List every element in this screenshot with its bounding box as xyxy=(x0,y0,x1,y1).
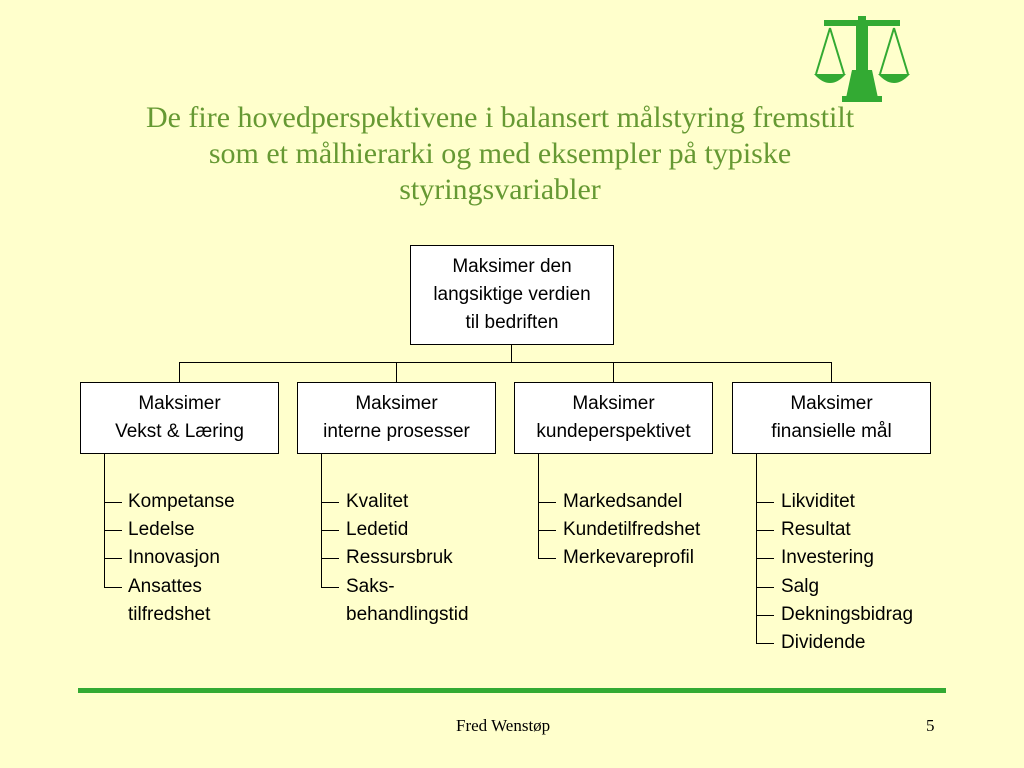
tree-line xyxy=(538,502,556,503)
perspective-box-learning: Maksimer Vekst & Læring xyxy=(80,382,279,454)
list-item: tilfredshet xyxy=(128,604,211,625)
tree-line xyxy=(321,530,339,531)
list-item: Resultat xyxy=(781,519,851,540)
connector-line xyxy=(511,345,512,362)
connector-line xyxy=(179,362,180,382)
list-item: Likviditet xyxy=(781,491,855,512)
title-line: De fire hovedperspektivene i balansert m… xyxy=(145,101,855,134)
box-line: til bedriften xyxy=(465,312,559,333)
connector-line xyxy=(613,362,614,382)
list-item: Investering xyxy=(781,547,874,568)
tree-line xyxy=(756,530,774,531)
tree-line xyxy=(321,454,322,588)
box-line: Maksimer xyxy=(572,393,655,414)
perspective-box-financial: Maksimer finansielle mål xyxy=(732,382,931,454)
tree-line xyxy=(538,558,556,559)
box-line: finansielle mål xyxy=(771,421,892,442)
box-line: Maksimer xyxy=(355,393,438,414)
tree-line xyxy=(756,558,774,559)
list-item: Innovasjon xyxy=(128,547,220,568)
list-item: Ansattes xyxy=(128,576,202,597)
tree-line xyxy=(756,454,757,644)
list-item: Kvalitet xyxy=(346,491,409,512)
connector-line xyxy=(179,362,832,363)
perspective-box-customer: Maksimer kundeperspektivet xyxy=(514,382,713,454)
root-goal-box: Maksimer den langsiktige verdien til bed… xyxy=(410,245,614,345)
box-line: Maksimer den xyxy=(452,256,572,277)
title-line: styringsvariabler xyxy=(399,173,601,206)
perspective-box-processes: Maksimer interne prosesser xyxy=(297,382,496,454)
tree-line xyxy=(756,502,774,503)
slide-title: De fire hovedperspektivene i balansert m… xyxy=(60,100,940,208)
page-number: 5 xyxy=(926,716,935,735)
list-item: Kompetanse xyxy=(128,491,235,512)
footer-author: Fred Wenstøp xyxy=(456,716,551,735)
list-item: Kundetilfredshet xyxy=(563,519,701,540)
tree-line xyxy=(756,643,774,644)
title-line: som et målhierarki og med eksempler på t… xyxy=(208,137,792,170)
tree-line xyxy=(321,558,339,559)
list-item: Saks- xyxy=(346,576,395,597)
list-item: Ledelse xyxy=(128,519,195,540)
tree-line xyxy=(321,502,339,503)
tree-line xyxy=(104,558,122,559)
list-item: Salg xyxy=(781,576,820,597)
list-item: Ledetid xyxy=(346,519,409,540)
box-line: Vekst & Læring xyxy=(115,421,244,442)
box-line: Maksimer xyxy=(790,393,873,414)
list-item: behandlingstid xyxy=(346,604,469,625)
footer-divider xyxy=(78,688,946,693)
list-item: Merkevareprofil xyxy=(563,547,694,568)
tree-line xyxy=(321,587,339,588)
tree-line xyxy=(104,587,122,588)
tree-line xyxy=(538,530,556,531)
box-line: Maksimer xyxy=(138,393,221,414)
tree-line xyxy=(104,454,105,588)
balance-scale-icon xyxy=(814,16,910,102)
connector-line xyxy=(831,362,832,382)
list-item: Dividende xyxy=(781,632,866,653)
tree-line xyxy=(756,587,774,588)
tree-line xyxy=(104,502,122,503)
box-line: interne prosesser xyxy=(323,421,470,442)
tree-line xyxy=(538,454,539,559)
tree-line xyxy=(756,615,774,616)
list-item: Markedsandel xyxy=(563,491,683,512)
tree-line xyxy=(104,530,122,531)
list-item: Dekningsbidrag xyxy=(781,604,914,625)
box-line: kundeperspektivet xyxy=(536,421,691,442)
box-line: langsiktige verdien xyxy=(433,284,591,305)
connector-line xyxy=(396,362,397,382)
list-item: Ressursbruk xyxy=(346,547,453,568)
